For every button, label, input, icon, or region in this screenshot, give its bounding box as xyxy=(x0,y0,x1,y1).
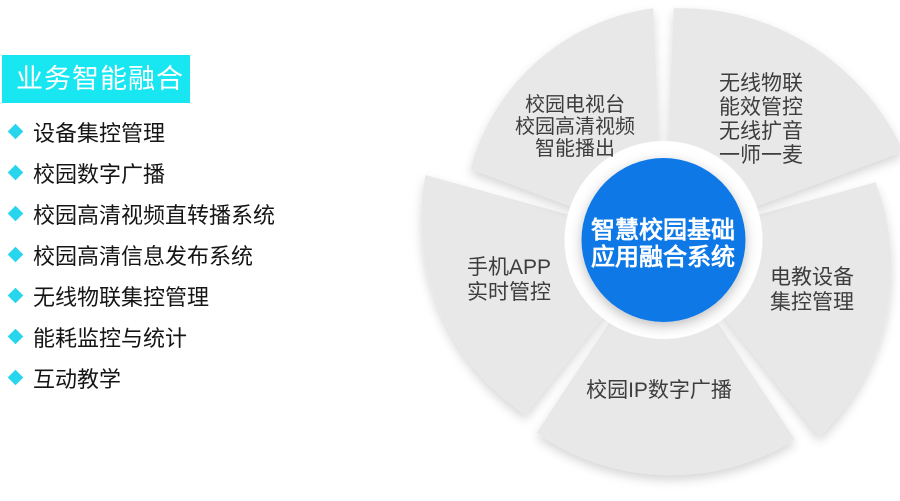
list-item-label: 校园高清视频直转播系统 xyxy=(33,202,276,228)
list-item-label: 校园数字广播 xyxy=(33,161,166,187)
petal-line: 一师一麦 xyxy=(719,144,803,167)
list-item-label: 设备集控管理 xyxy=(33,120,166,146)
petal-line: 电教设备 xyxy=(770,266,854,289)
panel-title: 业务智能融合 xyxy=(2,55,190,103)
list-item: 能耗监控与统计 xyxy=(7,316,275,357)
hub-title-line: 智慧校园基础 xyxy=(591,217,735,244)
hub-circle xyxy=(581,158,746,322)
list-item: 校园高清视频直转播系统 xyxy=(7,193,276,234)
list-item: 校园数字广播 xyxy=(7,152,275,193)
petal-label-ip-broadcast: 校园IP数字广播 xyxy=(549,378,769,403)
list-item-label: 能耗监控与统计 xyxy=(33,325,188,351)
petal-line: 校园电视台 xyxy=(525,94,625,116)
petal-line: 校园IP数字广播 xyxy=(586,379,732,402)
petal-label-mobile-app: 手机APP 实时管控 xyxy=(444,255,574,305)
hub-title: 智慧校园基础 应用融合系统 xyxy=(563,217,763,271)
feature-list: 设备集控管理 校园数字广播 校园高清视频直转播系统 校园高清信息发布系统 无线物… xyxy=(7,111,276,398)
petal-line: 无线扩音 xyxy=(719,120,803,143)
petal-shape-ip-broadcast xyxy=(536,241,795,476)
list-item: 设备集控管理 xyxy=(7,111,275,152)
petal-line: 集控管理 xyxy=(770,291,854,314)
petal-label-av-devices: 电教设备 集控管理 xyxy=(747,265,877,315)
list-item-label: 校园高清信息发布系统 xyxy=(33,243,254,269)
petal-line: 智能播出 xyxy=(535,138,615,160)
petal-line: 校园高清视频 xyxy=(515,116,635,138)
petal-label-wireless-iot: 无线物联 能效管控 无线扩音 一师一麦 xyxy=(701,72,821,168)
list-item: 互动教学 xyxy=(7,357,275,398)
petal-label-campus-tv: 校园电视台 校园高清视频 智能播出 xyxy=(475,94,675,160)
list-item: 校园高清信息发布系统 xyxy=(7,234,275,275)
petal-line: 实时管控 xyxy=(467,281,551,304)
hub-title-line: 应用融合系统 xyxy=(591,244,735,271)
list-item-label: 无线物联集控管理 xyxy=(33,284,210,310)
petal-line: 手机APP xyxy=(466,256,552,279)
list-item-label: 互动教学 xyxy=(33,366,122,392)
petal-line: 无线物联 xyxy=(719,72,803,95)
feature-panel: 业务智能融合 设备集控管理 校园数字广播 校园高清视频直转播系统 校园高清信息发… xyxy=(0,0,420,501)
list-item: 无线物联集控管理 xyxy=(7,275,275,316)
petal-line: 能效管控 xyxy=(719,96,803,119)
